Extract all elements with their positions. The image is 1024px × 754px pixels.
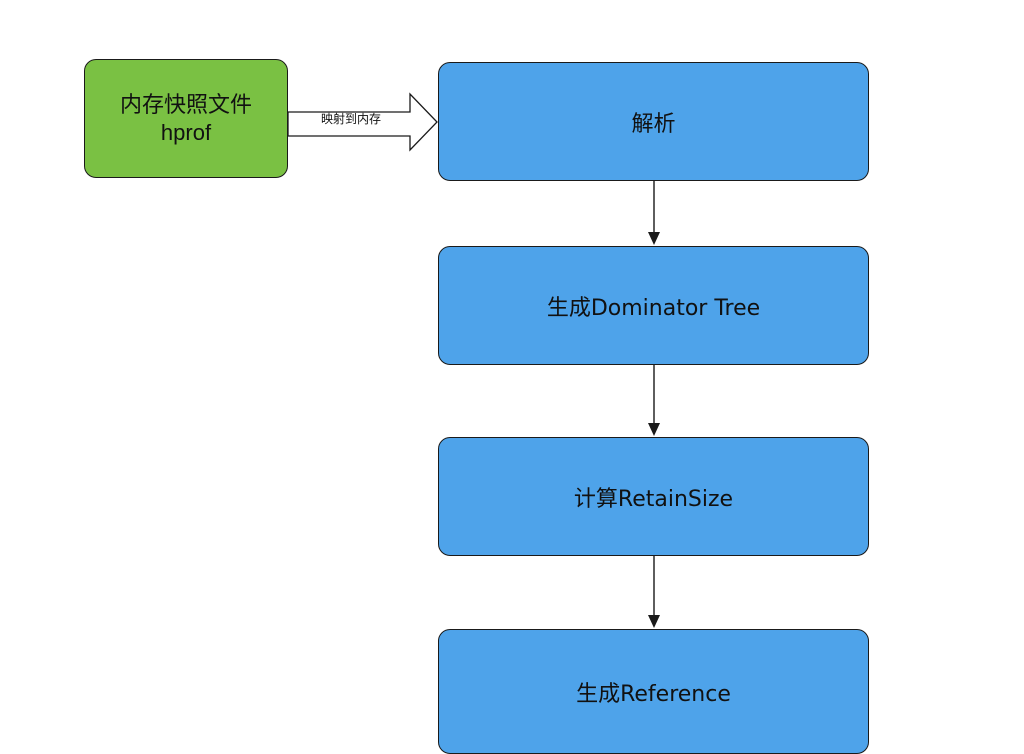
step-label: 计算RetainSize <box>573 486 734 512</box>
step-box-parse: 解析 <box>438 62 869 181</box>
source-label-line2: hprof <box>160 119 212 145</box>
step-label: 生成Reference <box>576 681 731 707</box>
step-box-retain-size: 计算RetainSize <box>438 437 869 556</box>
step-box-reference: 生成Reference <box>438 629 869 754</box>
connector-arrowhead-3 <box>648 615 660 628</box>
step-label: 解析 <box>631 111 676 137</box>
step-label: 生成Dominator Tree <box>546 295 761 321</box>
source-label-line1: 内存快照文件 <box>119 92 252 118</box>
connector-arrowhead-2 <box>648 423 660 436</box>
step-box-dominator-tree: 生成Dominator Tree <box>438 246 869 365</box>
mapping-arrow-label: 映射到内存 <box>320 111 381 126</box>
connector-arrowhead-1 <box>648 232 660 245</box>
source-box: 内存快照文件 hprof <box>84 59 288 178</box>
